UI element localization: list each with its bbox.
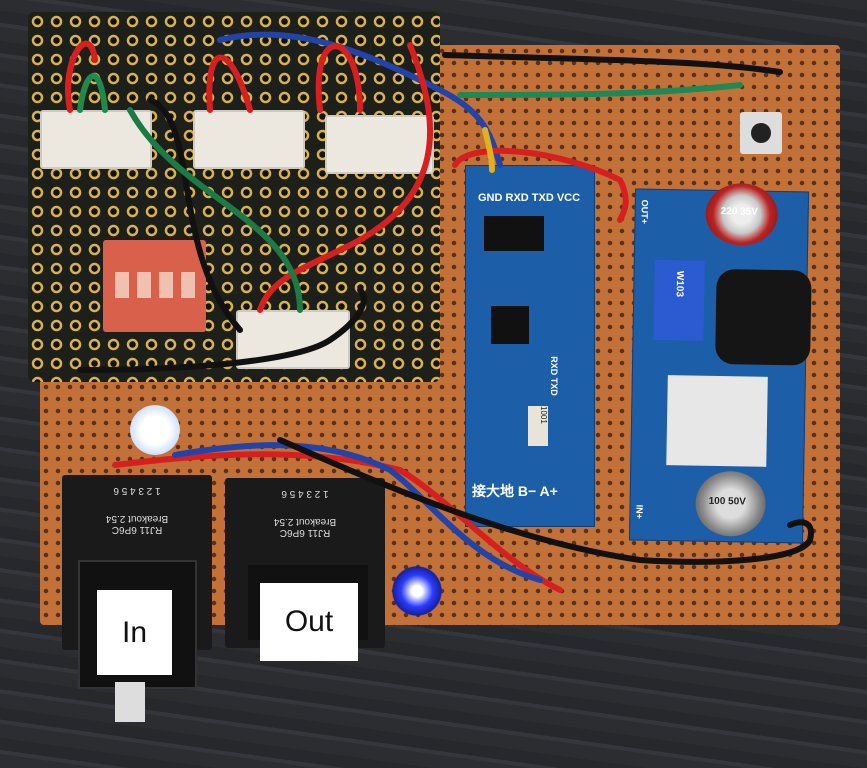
push-button[interactable]	[740, 112, 782, 154]
jst-connector	[193, 110, 305, 169]
rs485-module: GND RXD TXD VCC RXD TXD 1001 接大地 B− A+	[465, 165, 595, 527]
white-led	[130, 405, 180, 455]
rs485-top-pins: GND RXD TXD VCC	[478, 192, 581, 204]
rj11-plug[interactable]	[115, 682, 145, 722]
ic-chip	[491, 306, 529, 344]
dip-switch[interactable]	[103, 240, 206, 332]
resistor: 1001	[528, 406, 548, 446]
blue-led	[392, 566, 442, 616]
out-label: Out	[260, 583, 358, 661]
rs485-bottom-pins: 接大地 B− A+	[472, 483, 558, 499]
in-label: In	[97, 590, 172, 675]
jst-connector	[325, 115, 434, 174]
jst-connector	[40, 110, 152, 169]
ic-chip	[484, 216, 544, 251]
